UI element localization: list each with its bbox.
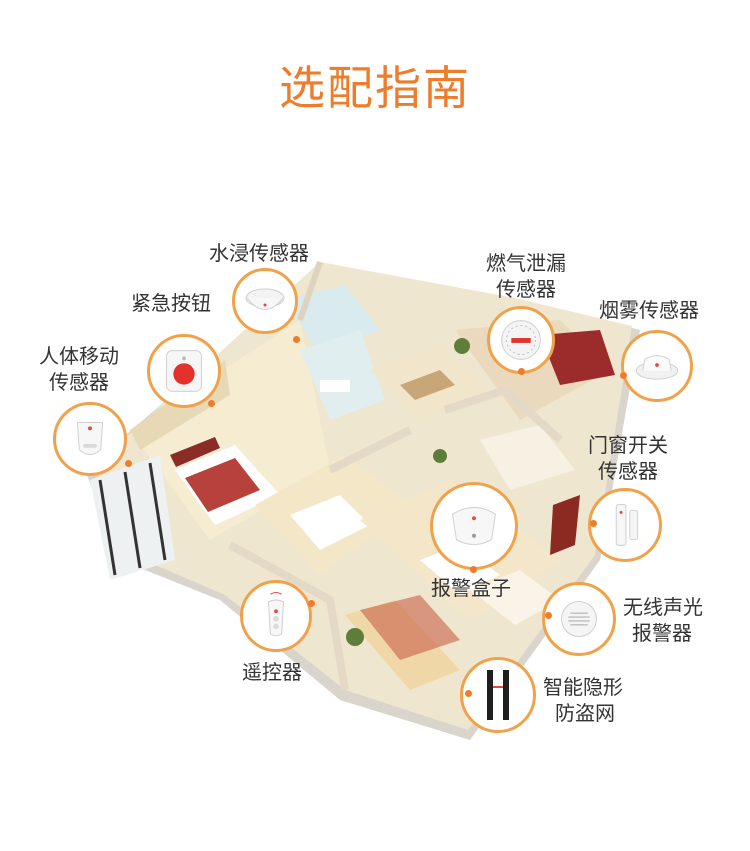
gas-sensor-label-line1: 燃气泄漏 [486, 251, 566, 275]
pir-motion-sensor-icon [53, 402, 127, 476]
connector-dot [620, 372, 627, 379]
connector-dot [590, 520, 597, 527]
connector-dot [465, 690, 472, 697]
motion-sensor-label-line1: 人体移动 [39, 344, 119, 368]
connector-dot [470, 566, 477, 573]
panic-button-label: 紧急按钮 [131, 291, 211, 315]
barrier-label-line2: 防盗网 [555, 701, 615, 725]
connector-dot [308, 600, 315, 607]
smoke-sensor-label: 烟雾传感器 [599, 298, 699, 322]
connector-dot [125, 460, 132, 467]
siren-icon [542, 582, 616, 656]
barrier-label-line1: 智能隐形 [543, 675, 623, 699]
door-window-sensor-icon [588, 488, 662, 562]
gas-detector-icon [487, 306, 555, 374]
invisible-barrier-icon [460, 657, 536, 733]
door-sensor-label-line1: 门窗开关 [588, 433, 668, 457]
page-title: 选配指南 [279, 61, 471, 115]
connector-dot [518, 368, 525, 375]
water-leak-sensor-icon [232, 268, 298, 334]
siren-label-line1: 无线声光 [623, 595, 703, 619]
water-sensor-label: 水浸传感器 [209, 241, 309, 265]
gas-sensor-label-line2: 传感器 [496, 277, 556, 301]
connector-dot [208, 400, 215, 407]
siren-label-line2: 报警器 [632, 621, 692, 645]
alarm-box-label: 报警盒子 [431, 576, 511, 600]
connector-dot [293, 336, 300, 343]
door-sensor-label-line2: 传感器 [598, 459, 658, 483]
remote-label: 遥控器 [242, 660, 302, 684]
alarm-hub-icon [430, 482, 518, 570]
connector-dot [545, 612, 552, 619]
remote-control-icon [240, 580, 312, 652]
motion-sensor-label-line2: 传感器 [49, 370, 109, 394]
smoke-detector-icon [621, 330, 693, 402]
panic-button-icon [147, 334, 221, 408]
